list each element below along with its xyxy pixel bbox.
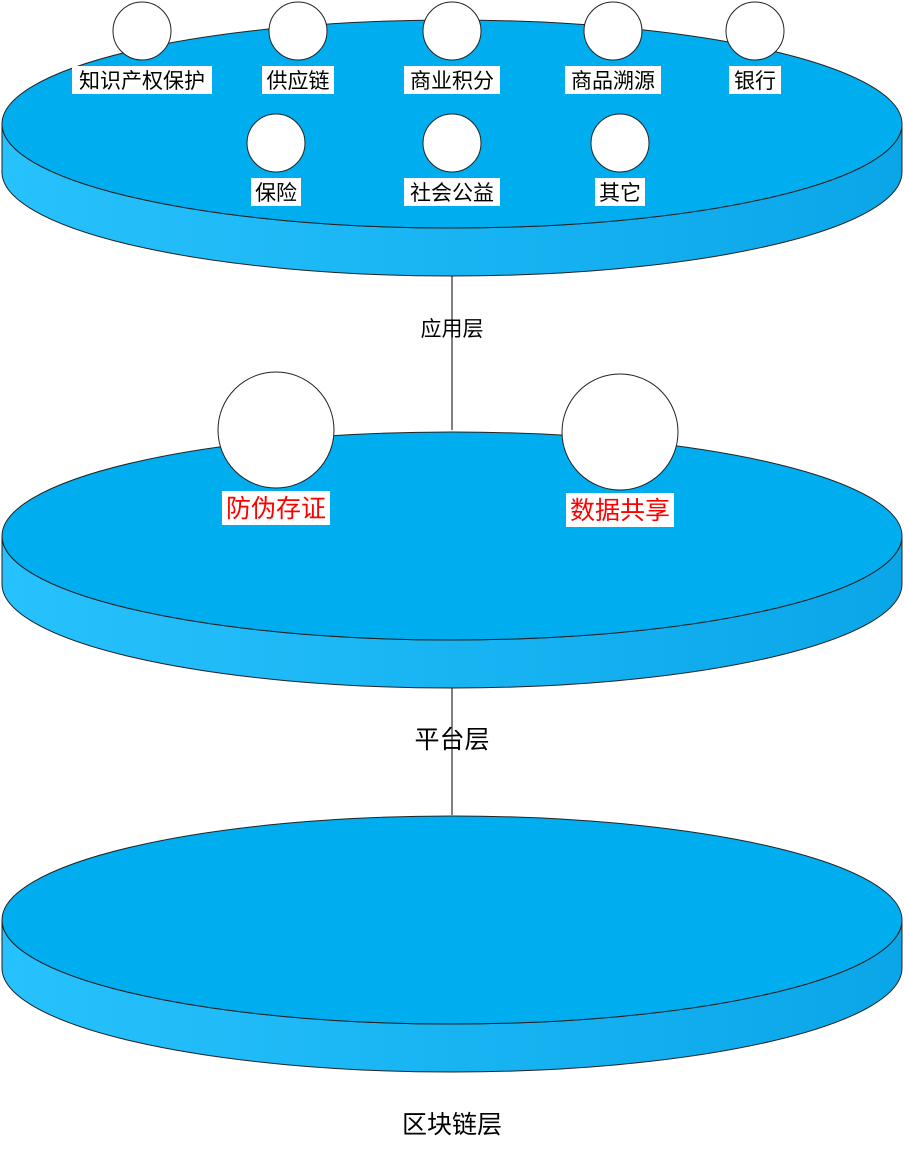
platform-layer-label: 平台层 [414, 725, 489, 754]
app-node-circle [112, 1, 172, 61]
platform-node-label: 防伪存证 [226, 494, 326, 523]
app-node-label: 保险 [255, 181, 297, 205]
app-node-circle [725, 1, 785, 61]
platform-node-data-sharing: 数据共享 [561, 373, 679, 527]
platform-node-label-bg [222, 491, 330, 525]
app-node-label-bg [565, 66, 661, 94]
app-node-product-traceability: 商品溯源 [565, 1, 661, 94]
app-node-supply-chain: 供应链 [262, 1, 334, 94]
platform-node-label-bg [566, 493, 674, 527]
app-node-ip-protection: 知识产权保护 [72, 1, 212, 94]
app-node-circle [422, 113, 482, 173]
platform-node-circle [217, 371, 335, 489]
app-node-label-bg [729, 66, 781, 94]
app-node-label-bg [595, 178, 645, 206]
app-node-bank: 银行 [725, 1, 785, 94]
app-node-label: 商品溯源 [571, 69, 655, 93]
app-node-circle [590, 113, 650, 173]
app-node-label: 供应链 [267, 69, 330, 93]
app-node-circle [246, 113, 306, 173]
app-node-label: 社会公益 [410, 181, 494, 205]
application-layer-label: 应用层 [421, 317, 484, 341]
app-node-label: 商业积分 [410, 69, 494, 93]
app-node-label: 银行 [734, 69, 776, 93]
app-node-others: 其它 [590, 113, 650, 206]
app-node-insurance: 保险 [246, 113, 306, 206]
app-node-label-bg [251, 178, 301, 206]
app-node-label: 知识产权保护 [79, 69, 205, 93]
app-node-circle [583, 1, 643, 61]
blockchain-layer-label: 区块链层 [402, 1110, 502, 1139]
app-node-circle [422, 1, 482, 61]
app-node-circle [268, 1, 328, 61]
platform-node-label: 数据共享 [570, 496, 670, 525]
app-node-label-bg [404, 66, 500, 94]
platform-node-anti-counterfeit: 防伪存证 [217, 371, 335, 525]
app-node-public-welfare: 社会公益 [404, 113, 500, 206]
platform-disk-top [1, 431, 903, 641]
app-node-commerce-points: 商业积分 [404, 1, 500, 94]
platform-layer-disk [1, 431, 903, 689]
app-node-label: 其它 [599, 181, 641, 205]
blockchain-layer-disk [1, 815, 903, 1073]
app-node-label-bg [262, 66, 334, 94]
app-node-label-bg [404, 178, 500, 206]
blockchain-disk-top [1, 815, 903, 1025]
app-node-label-bg [72, 66, 212, 94]
platform-node-circle [561, 373, 679, 491]
